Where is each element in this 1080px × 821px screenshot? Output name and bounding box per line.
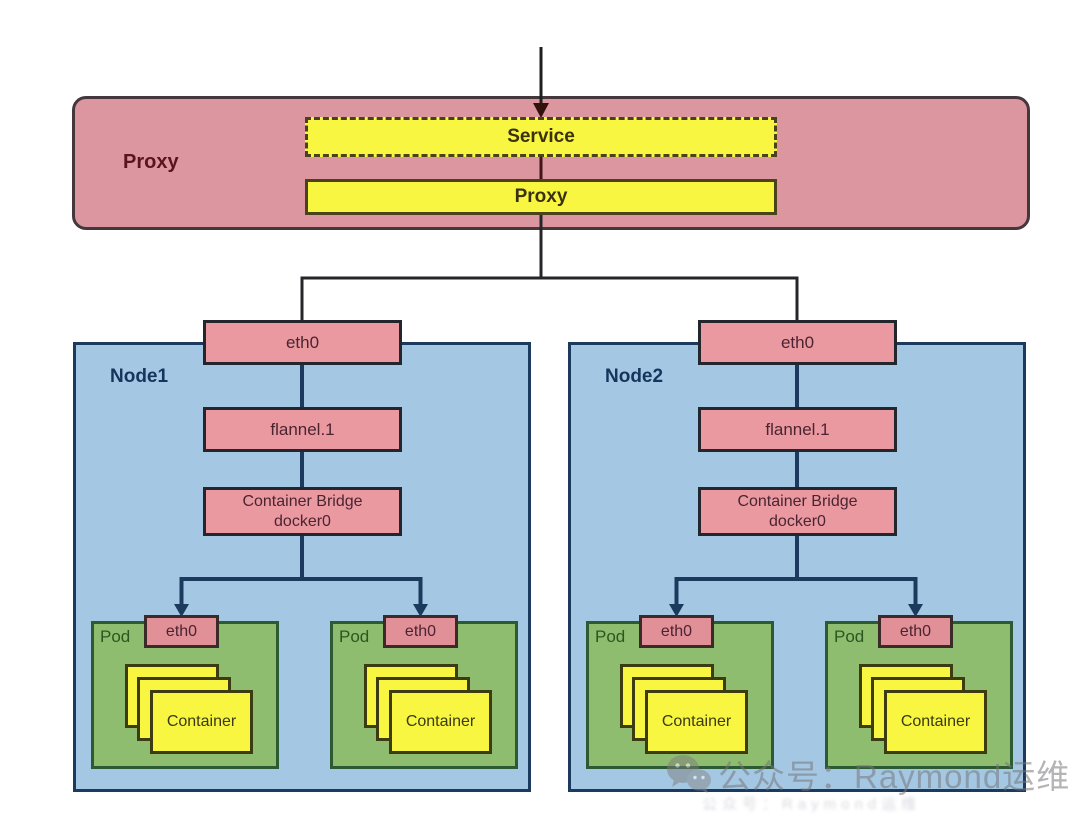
wechat-icon	[667, 755, 711, 793]
container-box: Container	[884, 690, 987, 754]
proxy-to-nodes-split-line	[300, 276, 799, 322]
watermark-text: 公众号：Raymond运维	[718, 758, 1071, 795]
node1-eth0-box: eth0	[203, 320, 402, 365]
watermark: 公众号：Raymond运维	[666, 750, 1070, 798]
pod-eth0-box: eth0	[383, 615, 458, 648]
bridge-line2: docker0	[769, 512, 826, 530]
node2-pod2-arrowhead-icon	[908, 604, 923, 617]
container-box: Container	[645, 690, 748, 754]
node2-bridge-split-line	[674, 577, 918, 606]
node2-eth0-box: eth0	[698, 320, 897, 365]
pod-eth0-box: eth0	[878, 615, 953, 648]
node2-bridge-box: Container Bridge docker0	[698, 487, 897, 536]
node1-bridge-split-line	[179, 577, 423, 606]
pod-label: Pod	[339, 627, 370, 646]
node1-label: Node1	[110, 366, 169, 387]
node1-bridge-box: Container Bridge docker0	[203, 487, 402, 536]
proxy-box: Proxy	[305, 179, 777, 215]
proxy-panel-label: Proxy	[123, 151, 179, 173]
node2-label: Node2	[605, 366, 664, 387]
incoming-arrowhead-icon	[533, 103, 549, 118]
node2-pod1-arrowhead-icon	[669, 604, 684, 617]
container-box: Container	[389, 690, 492, 754]
node2-flannel-box: flannel.1	[698, 407, 897, 452]
container-box: Container	[150, 690, 253, 754]
pod-label: Pod	[100, 627, 131, 646]
pod-eth0-box: eth0	[639, 615, 714, 648]
pod-eth0-box: eth0	[144, 615, 219, 648]
node1-pod2-arrowhead-icon	[413, 604, 428, 617]
bridge-line2: docker0	[274, 512, 331, 530]
bridge-line1: Container Bridge	[242, 492, 363, 510]
watermark-text-faint: 公众号：Raymond运维	[702, 796, 922, 813]
service-box: Service	[305, 117, 777, 157]
node1-flannel-box: flannel.1	[203, 407, 402, 452]
bridge-line1: Container Bridge	[737, 492, 858, 510]
node1-pod1-arrowhead-icon	[174, 604, 189, 617]
pod-label: Pod	[834, 627, 865, 646]
pod-label: Pod	[595, 627, 626, 646]
